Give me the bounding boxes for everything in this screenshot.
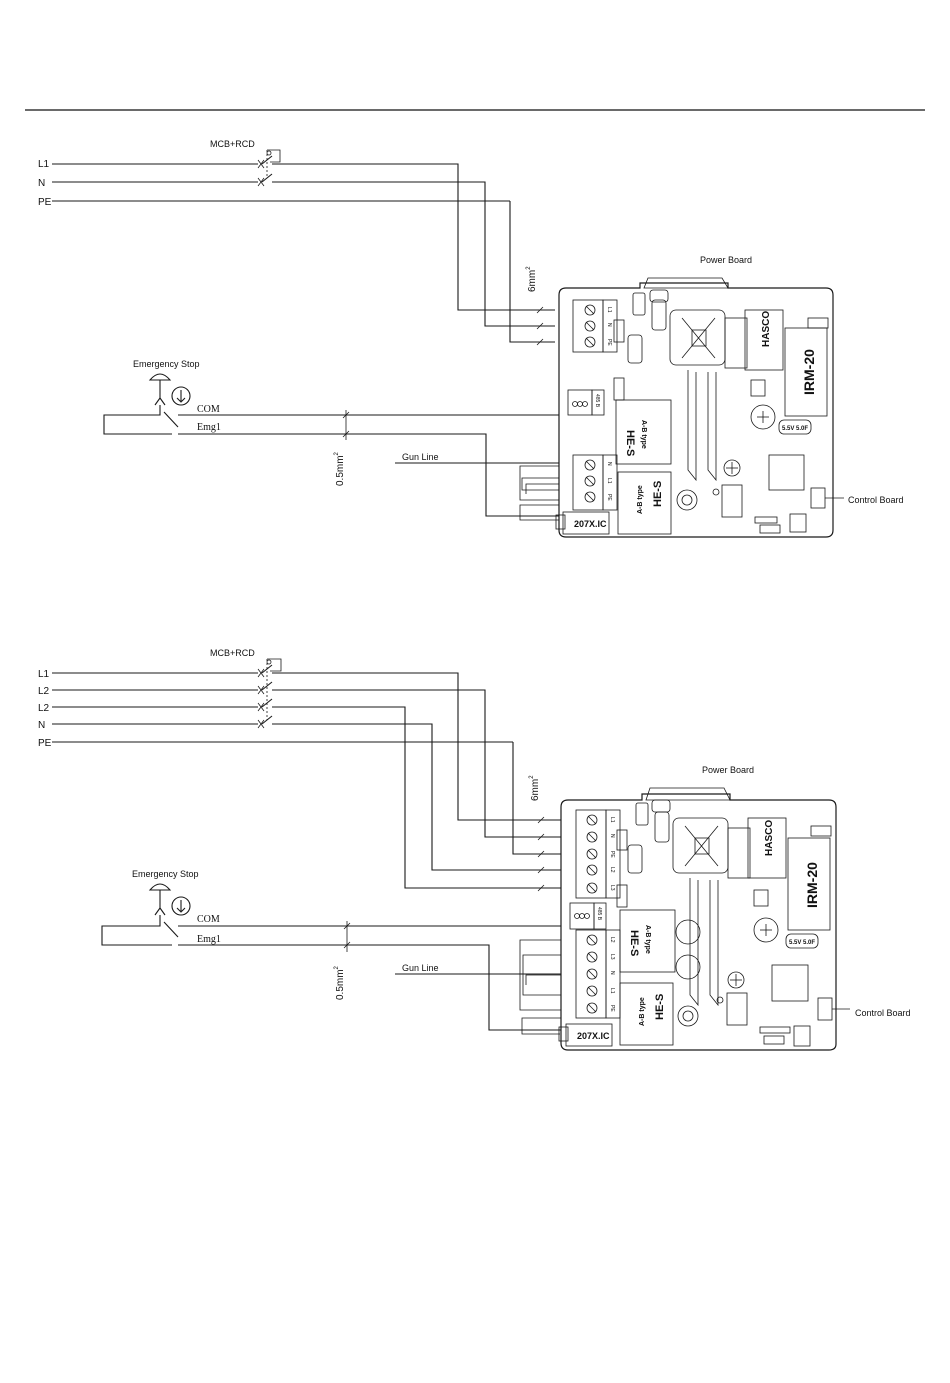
- output-terminal-block: N L1 PE: [572, 454, 618, 511]
- svg-text:N: N: [609, 834, 615, 838]
- hes-sensor-bottom: HE-S A-B type: [617, 471, 672, 535]
- svg-text:HE-S: HE-S: [654, 994, 666, 1020]
- svg-text:N: N: [606, 323, 612, 327]
- svg-text:L3: L3: [609, 954, 615, 960]
- com-label-3p: COM: [197, 914, 220, 925]
- input-terminal-block: L1 N PE: [572, 299, 618, 353]
- svg-text:HE-S: HE-S: [628, 930, 640, 956]
- capacitor-icon: 5.5V 5.0F: [750, 404, 812, 435]
- svg-text:L2: L2: [609, 867, 615, 873]
- choke-icon-3p: [672, 817, 729, 1027]
- rs485-terminal-block: 485 B: [567, 389, 605, 416]
- svg-text:N: N: [609, 971, 615, 975]
- gun-line-label: Gun Line: [402, 452, 439, 462]
- emergency-stop-label: Emergency Stop: [133, 359, 200, 369]
- svg-text:L2: L2: [609, 937, 615, 943]
- line-label-n-3p: N: [38, 720, 45, 731]
- line-label-l1-3p: L1: [38, 669, 50, 680]
- svg-text:HASCO: HASCO: [764, 820, 775, 856]
- svg-text:L1: L1: [606, 307, 612, 313]
- cable-size-power-3p: 6mm2: [529, 775, 541, 801]
- svg-text:N: N: [606, 462, 612, 466]
- svg-text:HE-S: HE-S: [624, 430, 636, 456]
- svg-text:L3: L3: [609, 885, 615, 891]
- breaker-label: MCB+RCD: [210, 139, 255, 149]
- line-label-l1: L1: [38, 159, 50, 170]
- output-terminal-block-3p: L2 L3 N L1 PE: [575, 929, 621, 1019]
- line-label-l2a-3p: L2: [38, 686, 50, 697]
- gun-line-label-3p: Gun Line: [402, 963, 439, 973]
- svg-text:L1: L1: [609, 988, 615, 994]
- cable-size-signal: 0.5mm2: [334, 451, 346, 486]
- mcb-rcd-breaker-icon-3p: [257, 658, 282, 729]
- svg-text:5.5V 5.0F: 5.5V 5.0F: [789, 940, 815, 946]
- svg-text:PE: PE: [606, 494, 612, 501]
- svg-text:485 B: 485 B: [594, 394, 600, 408]
- power-board-label: Power Board: [700, 255, 752, 265]
- svg-text:207X.IC: 207X.IC: [574, 519, 607, 529]
- power-board-label-3p: Power Board: [702, 765, 754, 775]
- emergency-stop-icon: [148, 373, 191, 406]
- hasco-relay-3p: HASCO: [727, 817, 787, 879]
- svg-text:IRM-20: IRM-20: [801, 349, 817, 395]
- emg-label-3p: Emg1: [197, 934, 221, 945]
- hes-sensor-bottom-3p: HE-S A-B type: [619, 982, 674, 1046]
- irm-20-module: IRM-20: [784, 317, 829, 417]
- svg-text:PE: PE: [609, 851, 615, 858]
- svg-text:A-B type: A-B type: [639, 997, 646, 1026]
- cable-size-power: 6mm2: [526, 266, 538, 292]
- line-label-pe-3p: PE: [38, 738, 52, 749]
- svg-text:A-B type: A-B type: [644, 925, 651, 954]
- com-label: COM: [197, 404, 220, 415]
- relay-207x: 207X.IC: [555, 511, 610, 535]
- svg-text:5.5V 5.0F: 5.5V 5.0F: [782, 426, 808, 432]
- line-label-n: N: [38, 178, 45, 189]
- input-terminal-block-3p: L1 N PE L2 L3: [575, 809, 621, 899]
- control-board-label: Control Board: [848, 495, 904, 505]
- control-board-label-3p: Control Board: [855, 1008, 911, 1018]
- svg-text:IRM-20: IRM-20: [804, 862, 820, 908]
- emergency-stop-label-3p: Emergency Stop: [132, 869, 199, 879]
- svg-text:HASCO: HASCO: [761, 311, 772, 347]
- svg-text:L1: L1: [609, 817, 615, 823]
- hes-sensor-top: HE-S A-B type: [615, 399, 672, 465]
- svg-text:PE: PE: [609, 1005, 615, 1012]
- svg-text:L1: L1: [606, 478, 612, 484]
- breaker-label-3p: MCB+RCD: [210, 648, 255, 658]
- hasco-relay: HASCO: [724, 309, 784, 371]
- svg-text:485 B: 485 B: [596, 907, 602, 921]
- svg-text:HE-S: HE-S: [652, 481, 664, 507]
- irm-20-module-3p: IRM-20: [787, 825, 832, 931]
- line-label-pe: PE: [38, 197, 52, 208]
- svg-text:PE: PE: [606, 339, 612, 346]
- diagram-single-phase: L1 N PE MCB+RCD 6mm2: [38, 139, 904, 538]
- relay-207x-3p: 207X.IC: [558, 1023, 613, 1047]
- line-label-l2b-3p: L2: [38, 703, 50, 714]
- mcb-rcd-breaker-icon: [257, 149, 281, 187]
- power-board-3p: Power Board L1 N PE L2 L3: [558, 765, 850, 1051]
- power-board: Power Board L1 N PE: [555, 255, 844, 538]
- capacitor-icon-3p: 5.5V 5.0F: [753, 917, 819, 949]
- emergency-stop-icon-3p: [148, 883, 191, 916]
- svg-text:A-B type: A-B type: [640, 420, 647, 449]
- rs485-terminal-block-3p: 485 B: [569, 902, 607, 930]
- diagram-three-phase: L1 L2 L2 N PE MCB+RCD 6mm2: [38, 648, 911, 1051]
- svg-text:A-B type: A-B type: [637, 485, 644, 514]
- emg-label: Emg1: [197, 422, 221, 433]
- cable-size-signal-3p: 0.5mm2: [334, 965, 346, 1000]
- svg-text:207X.IC: 207X.IC: [577, 1031, 610, 1041]
